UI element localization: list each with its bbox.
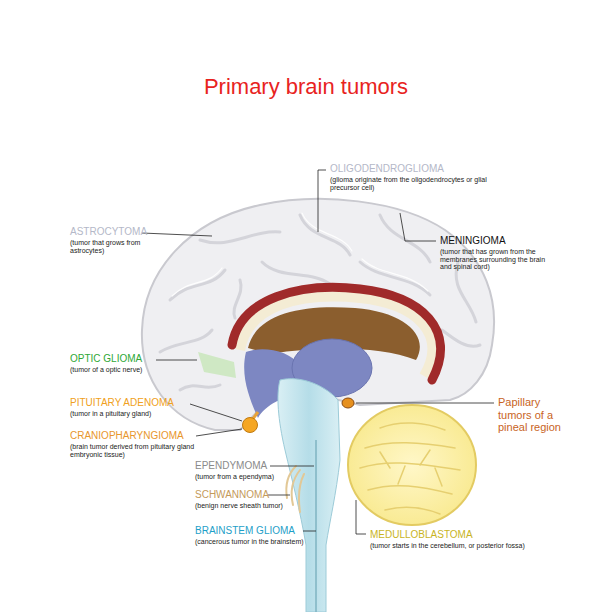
title-wrap: Primary brain tumors bbox=[0, 74, 612, 100]
tumor-description: (cancerous tumor in the brainstem) bbox=[195, 538, 304, 546]
tumor-name: OPTIC GLIOMA bbox=[70, 353, 142, 364]
tumor-name: SCHWANNOMA bbox=[195, 489, 269, 500]
tumor-name: ASTROCYTOMA bbox=[70, 226, 147, 237]
label-wrap: (benign nerve sheath tumor) bbox=[195, 502, 283, 510]
tumor-description: (benign nerve sheath tumor) bbox=[195, 502, 283, 510]
leader-lines bbox=[142, 170, 494, 534]
pineal-gland bbox=[342, 398, 354, 408]
callout-label: Papillary tumors of a pineal region bbox=[498, 396, 568, 434]
cerebellum bbox=[348, 405, 476, 525]
tumor-description: (tumor that has grown from the membranes… bbox=[440, 248, 550, 271]
tumor-description: (tumor starts in the cerebellum, or post… bbox=[370, 542, 525, 550]
label-wrap: BRAINSTEM GLIOMA bbox=[195, 525, 295, 536]
label-wrap: SCHWANNOMA bbox=[195, 489, 269, 500]
label-wrap: (tumor from a ependyma) bbox=[195, 473, 274, 481]
label-wrap: CRANIOPHARYNGIOMA bbox=[70, 430, 184, 441]
cerebellum-folia bbox=[360, 423, 460, 514]
cranial-nerves bbox=[286, 466, 304, 512]
tumor-name: BRAINSTEM GLIOMA bbox=[195, 525, 295, 536]
label-wrap: (tumor that has grown from the membranes… bbox=[440, 248, 550, 271]
pituitary-gland bbox=[243, 418, 258, 433]
tumor-name: MENINGIOMA bbox=[440, 235, 506, 246]
tumor-name: EPENDYMOMA bbox=[195, 460, 267, 471]
label-wrap: (tumor in a pituitary gland) bbox=[70, 410, 151, 418]
tumor-name: PITUITARY ADENOMA bbox=[70, 397, 174, 408]
tumor-description: (tumor from a ependyma) bbox=[195, 473, 274, 481]
label-wrap: (tumor of a optic nerve) bbox=[70, 366, 142, 374]
label-wrap: (tumor that grows from astrocytes) bbox=[70, 239, 170, 254]
label-wrap: (glioma originate from the oligodendrocy… bbox=[330, 176, 495, 191]
label-wrap: PITUITARY ADENOMA bbox=[70, 397, 174, 408]
label-wrap: MENINGIOMA bbox=[440, 235, 506, 246]
tumor-description: (tumor of a optic nerve) bbox=[70, 366, 142, 374]
tumor-name: OLIGODENDROGLIOMA bbox=[330, 163, 444, 174]
label-wrap: (tumor starts in the cerebellum, or post… bbox=[370, 542, 525, 550]
label-wrap: Papillary tumors of a pineal region bbox=[498, 396, 568, 434]
label-wrap: (cancerous tumor in the brainstem) bbox=[195, 538, 304, 546]
tumor-description: (tumor that grows from astrocytes) bbox=[70, 239, 170, 254]
tumor-name: MEDULLOBLASTOMA bbox=[370, 529, 473, 540]
tumor-description: (tumor in a pituitary gland) bbox=[70, 410, 151, 418]
tumor-description: (brain tumor derived from pituitary glan… bbox=[70, 443, 205, 458]
label-wrap: OLIGODENDROGLIOMA bbox=[330, 163, 444, 174]
label-wrap: (brain tumor derived from pituitary glan… bbox=[70, 443, 205, 458]
label-wrap: EPENDYMOMA bbox=[195, 460, 267, 471]
label-wrap: MEDULLOBLASTOMA bbox=[370, 529, 473, 540]
label-wrap: ASTROCYTOMA bbox=[70, 226, 147, 237]
title: Primary brain tumors bbox=[0, 74, 612, 100]
central-canal bbox=[315, 440, 317, 612]
tumor-description: (glioma originate from the oligodendrocy… bbox=[330, 176, 495, 191]
tumor-name: CRANIOPHARYNGIOMA bbox=[70, 430, 184, 441]
label-wrap: OPTIC GLIOMA bbox=[70, 353, 142, 364]
optic-nerve bbox=[198, 352, 236, 378]
